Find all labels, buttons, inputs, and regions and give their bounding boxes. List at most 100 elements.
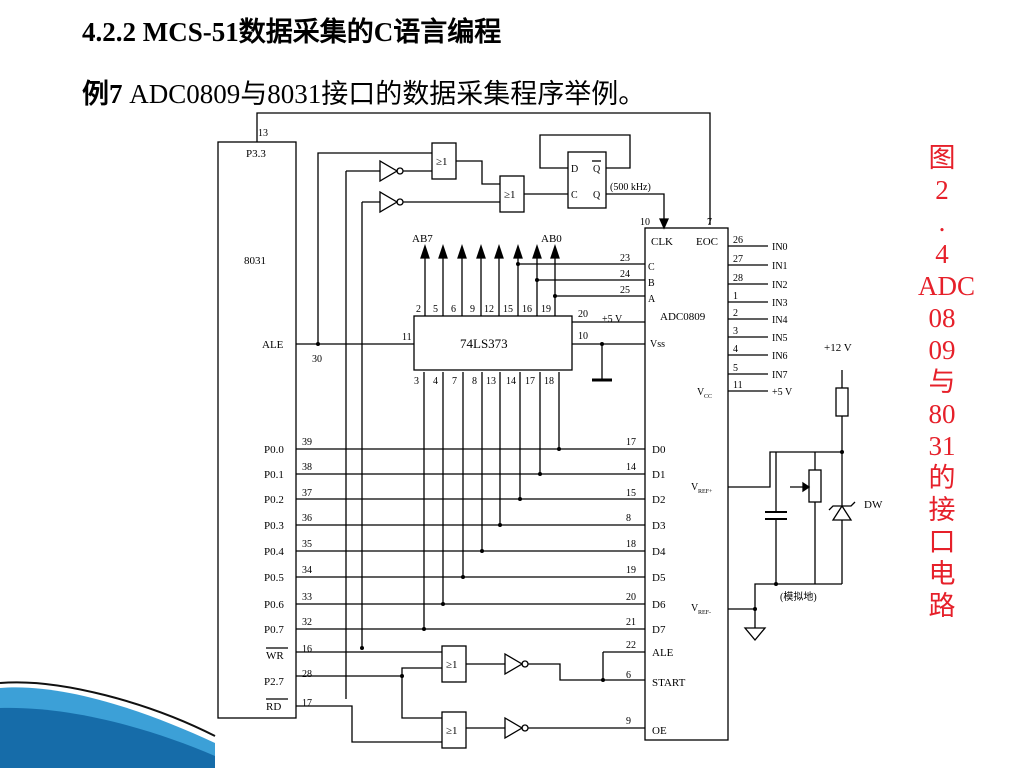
analog-ground-wire xyxy=(754,583,842,609)
adc-pin-name: IN2 xyxy=(772,280,788,291)
latch-pin-num: 18 xyxy=(544,376,554,387)
adc-pin-num: 5 xyxy=(733,363,738,374)
or-gate-label: ≥1 xyxy=(446,725,458,737)
caption-char: 与 xyxy=(928,367,956,397)
adc-pin-name: CLK xyxy=(651,236,673,248)
not-gate xyxy=(379,159,399,183)
adc-pin-num: 8 xyxy=(626,513,631,524)
adc-vref-minus-sub: REF- xyxy=(698,610,711,616)
example-heading: 例7 ADC0809与8031接口的数据采集程序举例。 xyxy=(82,72,645,111)
mcu-pin-num: 34 xyxy=(302,565,312,576)
wire-ale-clock xyxy=(317,152,380,344)
adc-vref-plus-sub: REF+ xyxy=(698,489,713,495)
adc-pin-num: 18 xyxy=(626,539,636,550)
zener-diode xyxy=(831,504,853,521)
mcu-8031-chip xyxy=(217,141,297,719)
not-gate xyxy=(504,652,524,676)
mcu-pin-num: 37 xyxy=(302,488,312,499)
mcu-pin-num: 38 xyxy=(302,462,312,473)
mcu-pin-num: 39 xyxy=(302,437,312,448)
mcu-pin-num: 35 xyxy=(302,539,312,550)
example-text: ADC0809与8031接口的数据采集程序举例。 xyxy=(122,79,646,109)
mcu-label: 8031 xyxy=(244,255,266,267)
adc-pin-num: 11 xyxy=(733,380,743,391)
ground-triangle xyxy=(743,627,767,642)
wire-start xyxy=(528,663,645,681)
corner-wave-decoration xyxy=(0,681,216,768)
wire-eoc-p33 xyxy=(256,112,711,225)
adc-pin-num: 28 xyxy=(733,273,743,284)
adc-pin-num: 15 xyxy=(626,488,636,499)
adc-pin-name: B xyxy=(648,278,655,289)
latch-pin-num: 14 xyxy=(506,376,516,387)
vref-plus-wire xyxy=(728,451,842,488)
latch-pin-num: 10 xyxy=(578,331,588,342)
adc-pin-num: 4 xyxy=(733,344,738,355)
analog-ground-label: (模拟地) xyxy=(780,590,817,603)
mcu-pin-name: P0.5 xyxy=(264,572,284,584)
adc-pin-name: D6 xyxy=(652,599,666,611)
flipflop-d: D xyxy=(571,164,578,175)
adc-pin-num: 2 xyxy=(733,308,738,319)
adc-pin-num: 21 xyxy=(626,617,636,628)
mcu-pin-num: 13 xyxy=(258,128,268,139)
caption-char: 31 xyxy=(928,431,956,461)
potentiometer xyxy=(808,469,822,503)
adc-pin-num: 22 xyxy=(626,640,636,651)
mcu-pin-name: P2.7 xyxy=(264,676,284,688)
latch-pin-num: 2 xyxy=(416,304,421,315)
adc-pin-num: 7 xyxy=(707,217,712,228)
latch-pin-num: 16 xyxy=(522,304,532,315)
slide-title: 4.2.2 MCS-51数据采集的C语言编程 xyxy=(82,17,502,47)
latch-label: 74LS373 xyxy=(460,336,508,351)
mcu-pin-num: 32 xyxy=(302,617,312,628)
pot-wiper-arrow xyxy=(802,481,811,493)
caption-char: 电 xyxy=(928,559,956,589)
adc-pin-num: 10 xyxy=(640,217,650,228)
mcu-pin-name: P0.4 xyxy=(264,546,284,558)
zener-bar xyxy=(828,501,856,511)
clock-arrow xyxy=(658,218,670,230)
latch-pin-num: 6 xyxy=(451,304,456,315)
resistor xyxy=(835,387,849,417)
adc-pin-name: OE xyxy=(652,725,667,737)
adc-pin-name: EOC xyxy=(696,236,718,248)
adc-vref-plus: V xyxy=(691,482,699,493)
mcu-pin-num: 36 xyxy=(302,513,312,524)
adc-pin-num: 23 xyxy=(620,253,630,264)
wire-p27-oe xyxy=(401,676,442,719)
latch-pin-num: 11 xyxy=(402,332,412,343)
not-gate xyxy=(504,716,524,740)
adc-pin-num: 19 xyxy=(626,565,636,576)
caption-char: 80 xyxy=(928,399,956,429)
caption-char: 09 xyxy=(928,335,956,365)
junction xyxy=(774,582,778,586)
mcu-pin-num: 30 xyxy=(312,354,322,365)
latch-pin-num: 8 xyxy=(472,376,477,387)
latch-pin-num: 5 xyxy=(433,304,438,315)
adc-pin-num: 3 xyxy=(733,326,738,337)
latch-bottom-pin-numbers: 3 4 7 8 13 14 17 18 xyxy=(414,376,554,387)
latch-pin-num: 20 xyxy=(578,309,588,320)
mcu-pin-num: 17 xyxy=(302,698,312,709)
flipflop-q: Q xyxy=(593,190,601,201)
address-select-wires xyxy=(516,262,645,298)
latch-top-pin-numbers: 2 5 6 9 12 15 16 19 xyxy=(416,304,551,315)
clock-frequency: (500 kHz) xyxy=(610,182,651,193)
vref-minus-wire xyxy=(728,608,756,628)
clock-wire xyxy=(606,193,665,225)
adc-vcc-sub: CC xyxy=(704,394,712,400)
adc-pin-name: IN6 xyxy=(772,351,788,362)
adc-analog-inputs: IN0 IN1 IN2 IN3 IN4 IN5 IN6 IN7 +5 V 26 … xyxy=(728,235,793,398)
adc-address-pins: C B A 23 24 25 xyxy=(620,253,656,305)
mcu-pin-name: P0.0 xyxy=(264,444,284,456)
adc-vref-minus: V xyxy=(691,603,699,614)
caption-char: 08 xyxy=(928,303,956,333)
ab0-label: AB0 xyxy=(541,233,562,245)
mcu-pin-name: P0.3 xyxy=(264,520,284,532)
caption-char: 4 xyxy=(935,239,949,269)
adc-pin-name: ALE xyxy=(652,647,674,659)
mcu-pin-name: P0.2 xyxy=(264,494,284,506)
plus12v-label: +12 V xyxy=(824,342,852,354)
